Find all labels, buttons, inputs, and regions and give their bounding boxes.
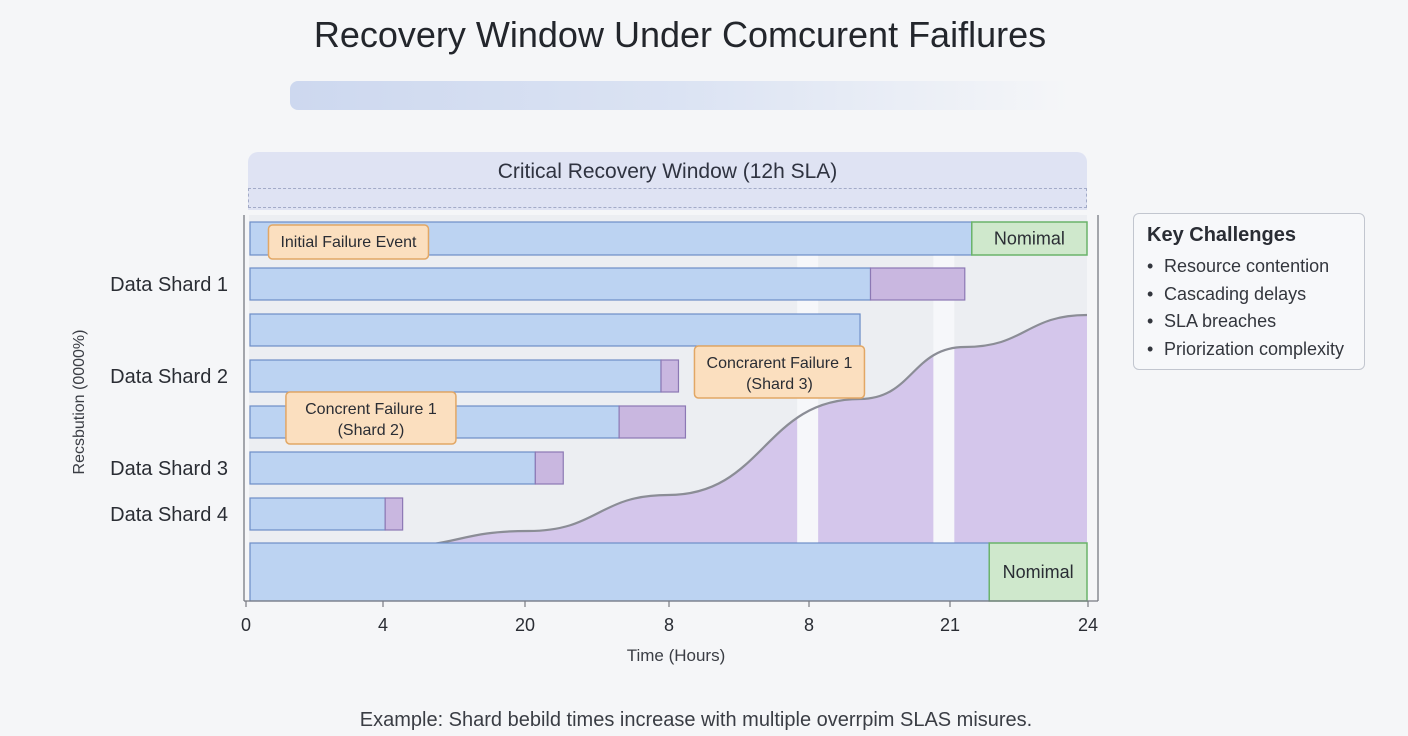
annotation-box [693, 345, 866, 399]
legend-item-label: SLA breaches [1164, 311, 1277, 331]
key-challenges-legend: Key Challenges •Resource contention •Cas… [1133, 213, 1365, 370]
annotation-text: Concrent Failure 1 [305, 401, 437, 418]
x-tick-label: 4 [378, 615, 388, 635]
nominal-bar [971, 221, 1088, 256]
critical-window-dashed-region [248, 188, 1087, 208]
annotation-text: Initial Failure Event [280, 234, 417, 251]
delay-bar [618, 405, 687, 439]
cumulative-impact-area [388, 315, 1088, 601]
x-tick-label: 8 [664, 615, 674, 635]
y-category-label: Data Shard 2 [110, 366, 228, 388]
legend-item: •Priorization complexity [1147, 338, 1345, 359]
cumulative-impact-curve [388, 313, 1088, 549]
delay-bar [660, 359, 680, 393]
recovery-bar [249, 451, 536, 485]
y-axis-label: Recsbution (0000%) [71, 330, 88, 475]
x-tick-label: 24 [1078, 615, 1098, 635]
annotation-box [267, 224, 430, 260]
y-category-label: Data Shard 3 [110, 458, 228, 480]
nominal-bar [988, 542, 1088, 602]
annotation-text: (Shard 2) [338, 422, 405, 439]
nominal-label: Nomimal [1003, 562, 1074, 582]
time-gap-band [933, 255, 955, 601]
y-category-label: Data Shard 1 [110, 274, 228, 296]
critical-window-label: Critical Recovery Window (12h SLA) [497, 160, 838, 183]
legend-item-label: Cascading delays [1164, 283, 1307, 304]
page-title: Recovery Window Under Comcurent Faiflure… [313, 14, 1047, 55]
x-tick-label: 8 [804, 615, 814, 635]
delay-bar [869, 267, 966, 301]
footer-caption: Example: Shard bebild times increase wit… [359, 709, 1033, 731]
recovery-bar [249, 497, 386, 531]
title-underline-bar [290, 81, 1070, 110]
legend-list: •Resource contention •Cascading delays •… [1147, 256, 1351, 366]
x-tick-label: 21 [940, 615, 960, 635]
nominal-label: Nomimal [994, 229, 1065, 249]
legend-item: •Cascading delays [1147, 283, 1307, 304]
annotation-box [285, 391, 457, 445]
delay-bar [534, 451, 564, 485]
x-tick-label: 0 [241, 615, 251, 635]
recovery-bar [249, 542, 990, 602]
delay-bar [384, 497, 404, 531]
y-category-label: Data Shard 4 [110, 504, 228, 526]
annotation-text: Concrarent Failure 1 [707, 355, 853, 372]
recovery-bar [249, 359, 662, 393]
x-tick-label: 20 [515, 615, 535, 635]
recovery-bar [249, 313, 861, 347]
legend-item-label: Priorization complexity [1164, 338, 1345, 359]
annotation-text: (Shard 3) [746, 376, 813, 393]
legend-item: •Resource contention [1147, 256, 1330, 276]
legend-item: •SLA breaches [1147, 311, 1277, 331]
recovery-bar [249, 267, 872, 301]
legend-item-label: Resource contention [1164, 256, 1330, 276]
critical-recovery-window: Critical Recovery Window (12h SLA) [248, 152, 1087, 210]
x-axis-label: Time (Hours) [627, 646, 726, 665]
legend-title: Key Challenges [1147, 224, 1296, 246]
